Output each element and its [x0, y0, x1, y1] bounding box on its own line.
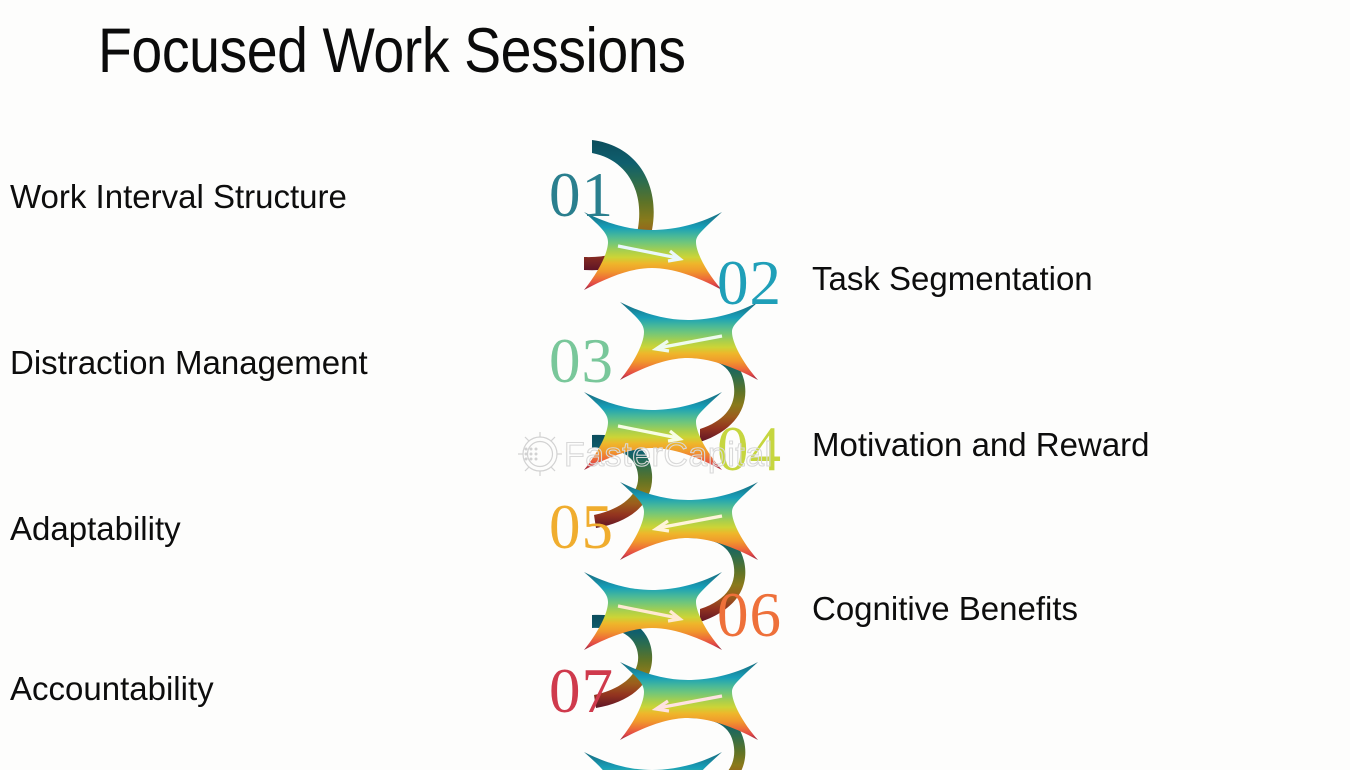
item-label-05: Adaptability — [10, 510, 181, 547]
page-title: Focused Work Sessions — [98, 16, 686, 86]
arrow-head-03 — [667, 429, 684, 443]
item-label-02: Task Segmentation — [812, 260, 1093, 297]
item-number-06: 06 — [717, 580, 782, 650]
connector-02-03 — [651, 334, 723, 353]
item-label-01: Work Interval Structure — [10, 178, 347, 215]
item-label-06: Cognitive Benefits — [812, 590, 1078, 627]
item-label-07: Accountability — [10, 670, 214, 707]
arrow-line-03 — [617, 424, 679, 440]
arc-02 — [688, 345, 746, 442]
arc-04 — [688, 525, 746, 622]
item-number-05: 05 — [549, 492, 614, 562]
connector-06-07 — [651, 694, 723, 713]
arrow-head-05 — [667, 609, 684, 623]
process-chain-graphic — [584, 140, 758, 770]
arc-05 — [592, 614, 653, 708]
node-group-01 — [584, 140, 722, 290]
star-node-03 — [584, 392, 722, 470]
arrow-line-02 — [657, 334, 723, 350]
connector-03-04 — [617, 424, 684, 443]
item-number-02: 02 — [717, 248, 782, 318]
connector-05-06 — [617, 604, 684, 623]
item-number-04: 04 — [717, 414, 782, 484]
item-number-07: 07 — [549, 656, 614, 726]
node-group-07 — [584, 752, 722, 770]
arrow-head-01 — [667, 249, 684, 263]
item-label-04: Motivation and Reward — [812, 426, 1150, 463]
arrow-head-06 — [651, 699, 670, 713]
node-group-03 — [584, 392, 722, 528]
arrow-line-06 — [657, 694, 723, 710]
arc-03 — [592, 434, 653, 528]
connector-01-02 — [617, 244, 684, 263]
arrow-head-04 — [651, 519, 670, 533]
connector-04-05 — [651, 514, 723, 533]
item-number-03: 03 — [549, 326, 614, 396]
node-group-05 — [584, 572, 722, 708]
item-label-03: Distraction Management — [10, 344, 368, 381]
arrow-line-01 — [617, 244, 679, 260]
arrow-line-05 — [617, 604, 679, 620]
node-group-06 — [620, 662, 758, 770]
arrow-head-02 — [651, 339, 670, 353]
item-number-01: 01 — [549, 160, 614, 230]
star-node-01 — [584, 212, 722, 290]
star-node-05 — [584, 572, 722, 650]
arrow-line-04 — [657, 514, 723, 530]
star-node-07 — [584, 752, 722, 770]
